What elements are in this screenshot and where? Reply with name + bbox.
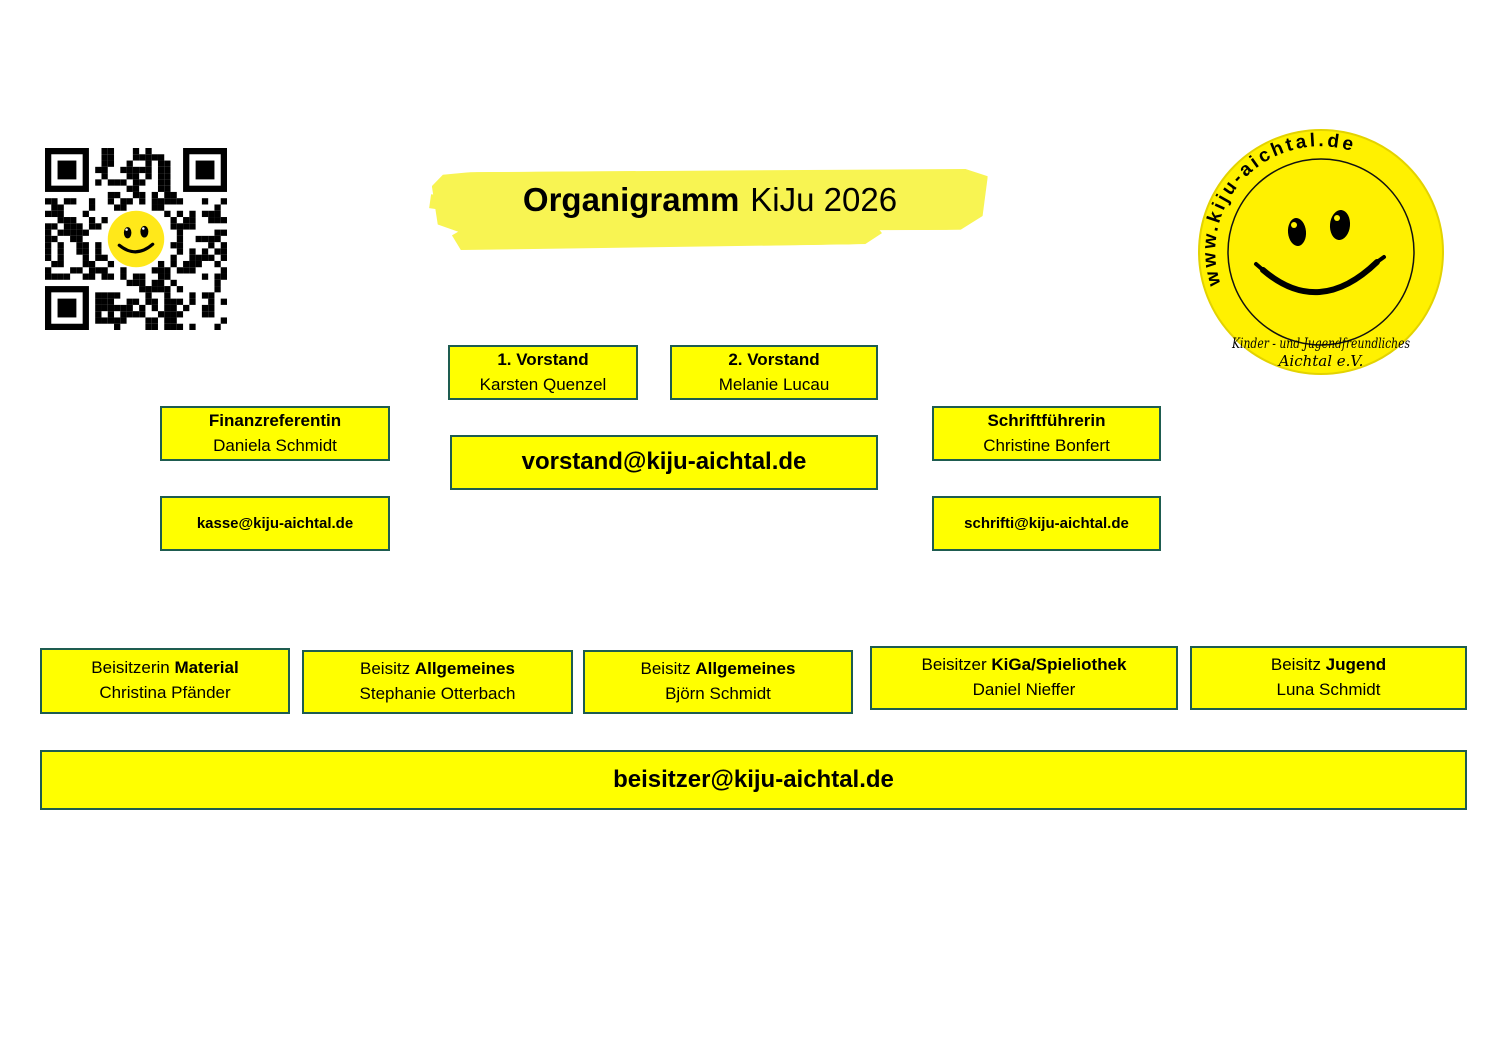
role-bold: Allgemeines xyxy=(414,659,515,679)
box-role: Beisitz Allgemeines xyxy=(360,657,515,682)
box-role: Beisitz Jugend xyxy=(1271,653,1386,678)
box-schrifti-email: schrifti@kiju-aichtal.de xyxy=(932,496,1161,551)
schrifti-email-text: schrifti@kiju-aichtal.de xyxy=(964,514,1129,532)
box-name: Daniel Nieffer xyxy=(972,680,1076,699)
role-prefix: Beisitzer xyxy=(921,655,992,675)
page-title: Organigramm KiJu 2026 xyxy=(432,168,988,232)
box-title: 2. Vorstand xyxy=(728,349,820,369)
box-finanzreferentin: Finanzreferentin Daniela Schmidt xyxy=(160,406,390,461)
box-name: Stephanie Otterbach xyxy=(359,684,516,703)
box-vorstand-1: 1. Vorstand Karsten Quenzel xyxy=(448,345,638,400)
box-title: 1. Vorstand xyxy=(497,349,589,369)
logo-smiley-face-icon xyxy=(1254,210,1386,295)
box-title: Schriftführerin xyxy=(987,410,1106,430)
box-beisitz-allgemeines-1: Beisitz Allgemeines Stephanie Otterbach xyxy=(302,650,573,714)
page-title-bold: Organigramm xyxy=(522,181,740,218)
club-logo-graphic: www.kiju-aichtal.de Kinder - und Jugendf… xyxy=(1198,129,1444,375)
box-schriftfuehrerin: Schriftführerin Christine Bonfert xyxy=(932,406,1161,461)
box-kasse-email: kasse@kiju-aichtal.de xyxy=(160,496,390,551)
box-role: Beisitzerin Material xyxy=(91,656,238,681)
vorstand-email-text: vorstand@kiju-aichtal.de xyxy=(521,448,807,476)
role-bold: KiGa/Spieliothek xyxy=(991,655,1127,675)
role-bold: Jugend xyxy=(1325,655,1387,675)
club-logo: www.kiju-aichtal.de Kinder - und Jugendf… xyxy=(1193,112,1451,394)
role-bold: Material xyxy=(174,658,239,678)
qr-code-graphic xyxy=(45,148,227,330)
logo-org-name-line1: Kinder - und Jugendfreundliches xyxy=(1231,336,1410,352)
box-beisitzer-email: beisitzer@kiju-aichtal.de xyxy=(40,750,1467,810)
kasse-email-text: kasse@kiju-aichtal.de xyxy=(196,514,354,532)
smiley-face-icon xyxy=(107,210,165,268)
box-vorstand-2: 2. Vorstand Melanie Lucau xyxy=(670,345,878,400)
box-beisitz-jugend: Beisitz Jugend Luna Schmidt xyxy=(1190,646,1467,710)
role-prefix: Beisitz xyxy=(1270,655,1326,675)
role-prefix: Beisitz xyxy=(640,659,696,679)
box-vorstand-email: vorstand@kiju-aichtal.de xyxy=(450,435,878,490)
box-role: Beisitzer KiGa/Spieliothek xyxy=(921,653,1126,678)
box-name: Christina Pfänder xyxy=(99,683,231,702)
box-role: Beisitz Allgemeines xyxy=(641,657,796,682)
box-beisitz-allgemeines-2: Beisitz Allgemeines Björn Schmidt xyxy=(583,650,853,714)
box-name: Karsten Quenzel xyxy=(479,374,607,394)
logo-org-name-line2: Aichtal e.V. xyxy=(1277,352,1364,370)
box-name: Christine Bonfert xyxy=(983,435,1110,455)
role-bold: Allgemeines xyxy=(695,659,796,679)
box-beisitzer-material: Beisitzerin Material Christina Pfänder xyxy=(40,648,290,714)
box-name: Luna Schmidt xyxy=(1276,680,1381,699)
box-name: Björn Schmidt xyxy=(665,684,771,703)
role-prefix: Beisitz xyxy=(360,659,415,679)
box-name: Daniela Schmidt xyxy=(213,435,337,455)
page-title-regular: KiJu 2026 xyxy=(750,181,898,218)
qr-code xyxy=(45,148,227,330)
box-beisitzer-kiga-spieliothek: Beisitzer KiGa/Spieliothek Daniel Nieffe… xyxy=(870,646,1178,710)
box-name: Melanie Lucau xyxy=(718,374,830,394)
beisitzer-email-text: beisitzer@kiju-aichtal.de xyxy=(613,765,894,793)
role-prefix: Beisitzerin xyxy=(91,658,175,678)
box-title: Finanzreferentin xyxy=(208,410,342,430)
